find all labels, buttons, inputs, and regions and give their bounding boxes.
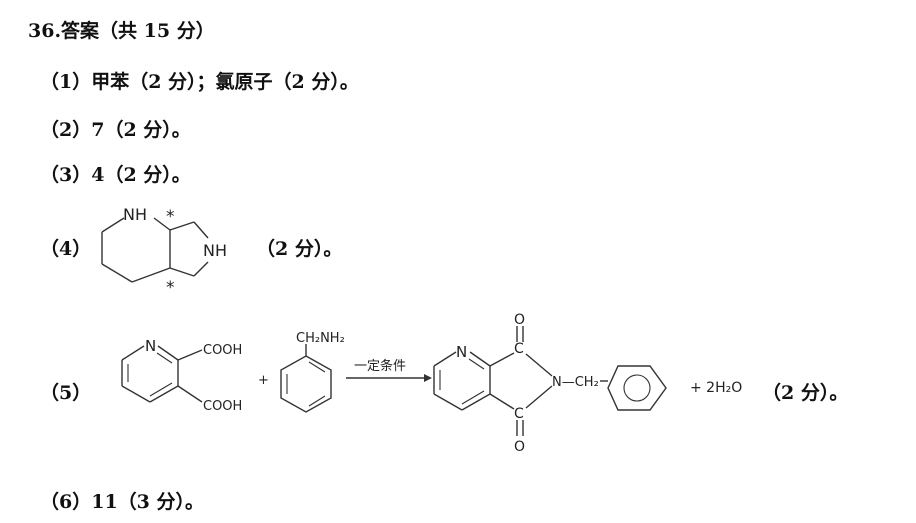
answer-title: 36.答案（共 15 分） [28,20,215,42]
reactant-1-n: N [145,337,156,355]
product-n-ch2: N—CH₂ [552,375,599,390]
answer-6: （6）11（3 分）。 [40,491,204,513]
reaction-5-diagram: N COOH COOH + CH₂NH₂ 一定条件 N [121,312,742,455]
answer-5-score: （2 分）。 [762,382,849,404]
answer-4-label: （4） [40,238,92,260]
product-imide-ring [489,326,553,436]
structure-4-diagram: NH NH * * [101,205,227,298]
product-o-bottom: O [514,439,525,455]
structure-4-nh-top: NH [123,205,147,224]
structure-4-nh-right: NH [203,241,227,260]
structure-4-star-top: * [166,207,175,227]
reaction-arrow [346,374,432,382]
structure-4-star-bottom: * [166,278,175,298]
reactant-1-pyridine-ring [121,345,203,403]
product-pyridine-ring [433,351,491,411]
product-o-top: O [514,312,525,328]
product-c-top: C [514,341,524,357]
answer-4-score: （2 分）。 [256,238,343,260]
reaction-condition: 一定条件 [354,358,406,374]
reactant-2-benzene-ring [280,344,332,413]
structure-4-six-ring [101,217,171,283]
answer-1: （1）甲苯（2 分）；氯原子（2 分）。 [40,71,359,93]
reactant-1-cooh-top: COOH [203,343,242,358]
answer-3: （3）4（2 分）。 [40,164,191,186]
product-ring-n: N [456,343,467,361]
reactant-2-ch2nh2: CH₂NH₂ [296,331,345,346]
answer-5-label: （5） [40,382,92,404]
structure-4-five-ring [169,221,209,277]
byproduct-water: + 2H₂O [690,380,742,396]
product-c-bottom: C [514,406,524,422]
reactant-1-cooh-bottom: COOH [203,399,242,414]
plus-sign-1: + [258,373,269,388]
answer-2: （2）7（2 分）。 [40,119,191,141]
product-benzene-ring [600,365,667,411]
